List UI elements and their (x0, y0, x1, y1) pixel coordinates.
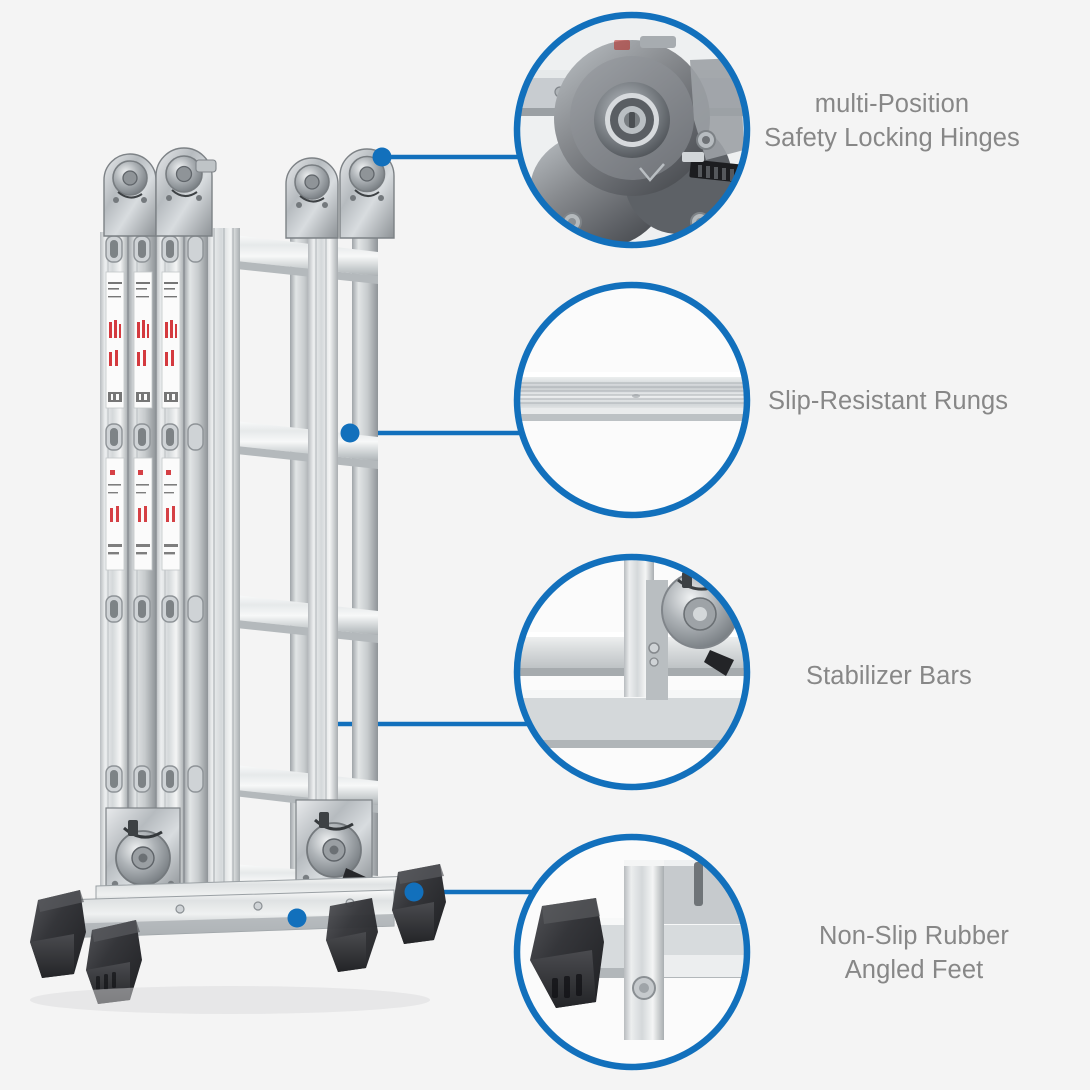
callout-circle-stabilizer[interactable] (513, 553, 751, 791)
rubber-angled-feet (30, 864, 446, 1004)
callout-circle-rungs[interactable] (500, 281, 764, 519)
warning-label (105, 271, 181, 409)
callout-circle-feet[interactable] (513, 833, 760, 1071)
lower-hinges (105, 799, 373, 895)
stabilizer-bars (59, 875, 419, 939)
callout-label-rungs: Slip-Resistant Rungs (768, 387, 1009, 415)
top-hinges (103, 147, 395, 239)
callout-label-stabilizer: Stabilizer Bars (806, 662, 972, 690)
connector-dots (287, 147, 424, 928)
callout-circle-hinges[interactable] (513, 11, 751, 249)
callout-label-feet: Non-Slip Rubber Angled Feet (818, 922, 1009, 984)
warning-label (105, 457, 181, 571)
callout-label-hinges: multi-Position Safety Locking Hinges (764, 90, 1020, 152)
ladder-illustration (30, 147, 446, 1014)
